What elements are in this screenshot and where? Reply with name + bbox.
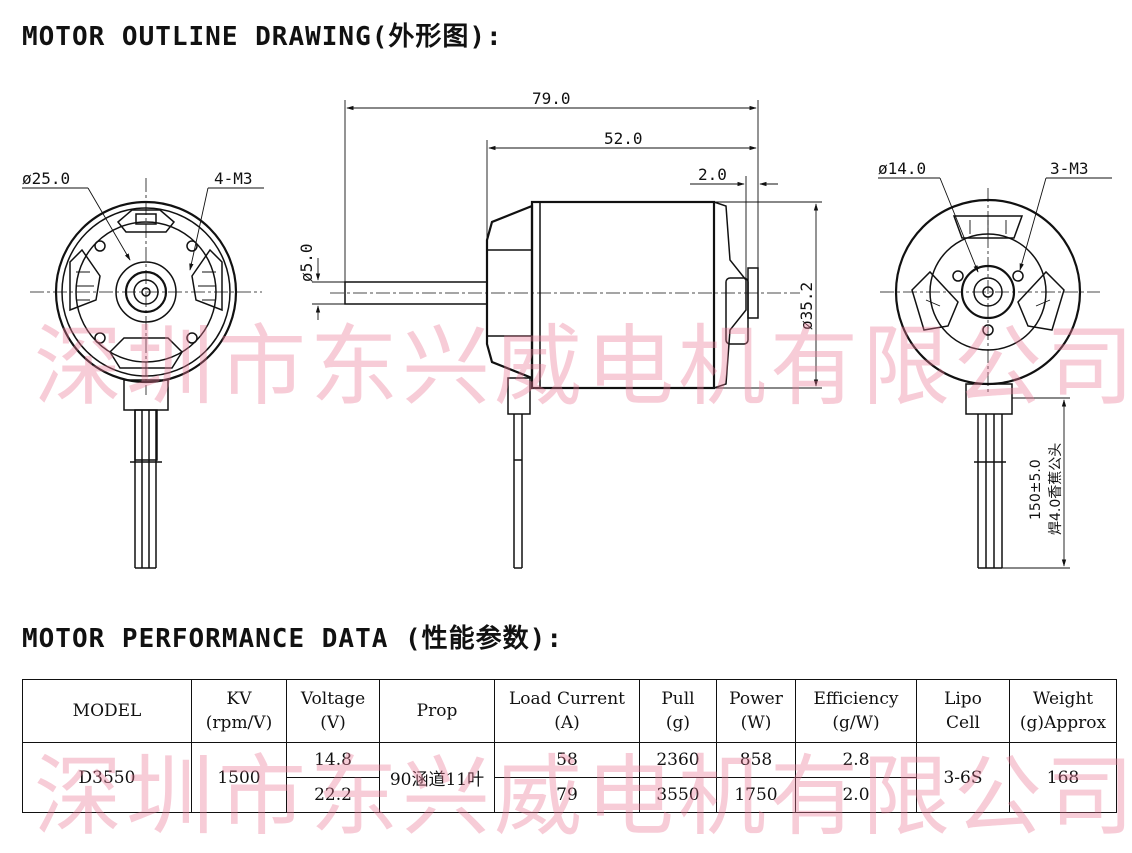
performance-table: MODEL KV(rpm/V) Voltage(V) Prop Load Cur… bbox=[22, 679, 1117, 813]
side-view: 79.0 52.0 2.0 ø5.0 ø35.2 bbox=[297, 89, 822, 569]
cell-efficiency: 2.8 bbox=[795, 742, 917, 778]
header-pull: Pull(g) bbox=[639, 679, 717, 743]
table-row: 22.2 79 3550 1750 2.0 bbox=[23, 777, 1117, 813]
left-screws-label: 4-M3 bbox=[214, 169, 253, 188]
cell-efficiency: 2.0 bbox=[795, 777, 917, 813]
table-row: D3550 1500 14.8 90涵道11叶 58 2360 858 2.8 … bbox=[22, 742, 1117, 813]
outline-drawing: ø25.0 4-M3 79.0 52.0 2.0 bbox=[22, 89, 1112, 569]
cell-voltage: 14.8 bbox=[286, 742, 380, 778]
shaft-diameter-label: ø5.0 bbox=[297, 243, 316, 282]
header-voltage: Voltage(V) bbox=[286, 679, 380, 743]
cell-voltage: 22.2 bbox=[286, 777, 380, 813]
cell-prop: 90涵道11叶 bbox=[379, 742, 495, 813]
header-current: Load Current(A) bbox=[494, 679, 640, 743]
header-model: MODEL bbox=[22, 679, 192, 743]
cell-pull: 3550 bbox=[639, 777, 717, 813]
cell-weight: 168 bbox=[1009, 742, 1117, 813]
header-prop: Prop bbox=[379, 679, 495, 743]
lead-note-label: 焊4.0香蕉公头 bbox=[1048, 443, 1064, 535]
left-diameter-label: ø25.0 bbox=[22, 169, 70, 188]
cell-model: D3550 bbox=[22, 742, 192, 813]
lead-length-label: 150±5.0 bbox=[1028, 459, 1044, 520]
left-end-view: ø25.0 4-M3 bbox=[22, 169, 264, 569]
table-header-row: MODEL KV(rpm/V) Voltage(V) Prop Load Cur… bbox=[22, 679, 1117, 743]
overall-length-label: 79.0 bbox=[532, 89, 571, 108]
cell-pull: 2360 bbox=[639, 742, 717, 778]
cell-current: 58 bbox=[494, 742, 640, 778]
right-screws-label: 3-M3 bbox=[1050, 159, 1089, 178]
header-efficiency: Efficiency(g/W) bbox=[795, 679, 917, 743]
cell-current: 79 bbox=[494, 777, 640, 813]
header-power: Power(W) bbox=[716, 679, 796, 743]
outline-heading: MOTOR OUTLINE DRAWING(外形图): bbox=[22, 22, 503, 52]
cell-power: 858 bbox=[716, 742, 796, 778]
shaft-offset-label: 2.0 bbox=[698, 165, 727, 184]
performance-heading: MOTOR PERFORMANCE DATA (性能参数): bbox=[22, 624, 563, 654]
body-diameter-label: ø35.2 bbox=[797, 282, 816, 330]
header-weight: Weight(g)Approx bbox=[1009, 679, 1117, 743]
cell-lipo: 3-6S bbox=[916, 742, 1010, 813]
body-length-label: 52.0 bbox=[604, 129, 643, 148]
cell-kv: 1500 bbox=[191, 742, 287, 813]
header-kv: KV(rpm/V) bbox=[191, 679, 287, 743]
cell-power: 1750 bbox=[716, 777, 796, 813]
right-end-view: 150±5.0 焊4.0香蕉公头 ø14.0 3-M3 bbox=[878, 159, 1112, 569]
right-diameter-label: ø14.0 bbox=[878, 159, 926, 178]
